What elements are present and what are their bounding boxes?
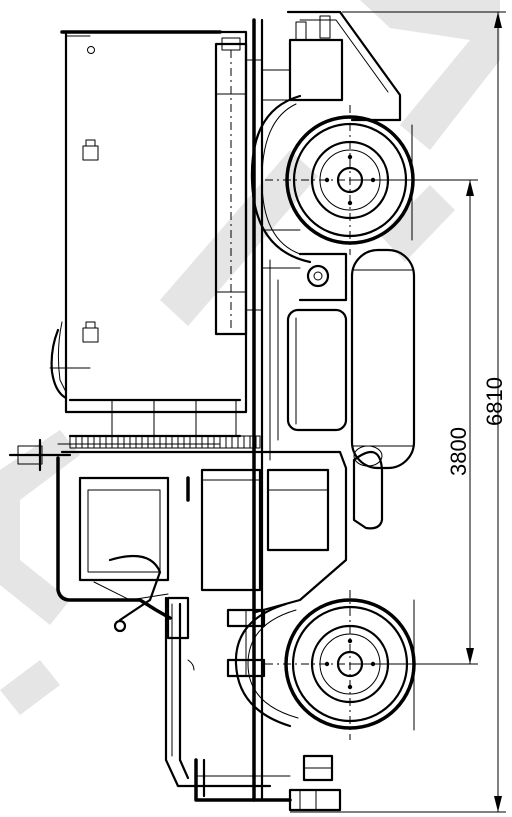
exhaust-pipe bbox=[214, 37, 263, 336]
rear-bumper bbox=[261, 10, 402, 122]
dimension-wheelbase bbox=[350, 179, 478, 665]
chassis-frame bbox=[252, 18, 301, 802]
watermark bbox=[0, 0, 500, 715]
battery-box bbox=[352, 445, 384, 530]
front-axle-details bbox=[288, 754, 342, 812]
overall-length-label: 6810 bbox=[482, 377, 507, 426]
dimension-overall-length bbox=[290, 11, 506, 813]
wheelbase-label: 3800 bbox=[446, 427, 471, 476]
front-wheel bbox=[234, 590, 440, 740]
fuel-tank bbox=[286, 248, 416, 470]
cargo-body bbox=[49, 30, 261, 449]
air-intake bbox=[8, 438, 221, 472]
cab bbox=[56, 450, 348, 802]
